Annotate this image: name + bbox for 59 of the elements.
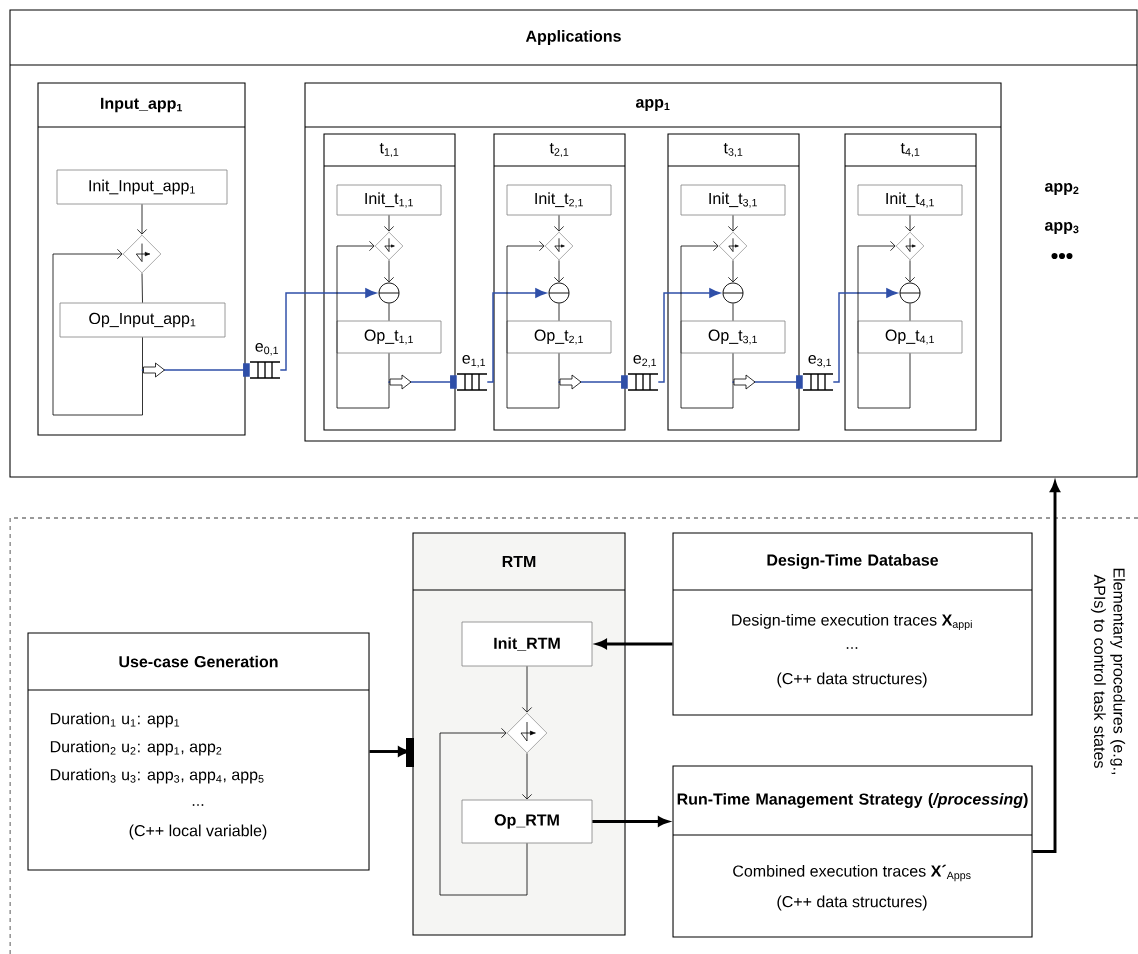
arrow: [904, 215, 916, 232]
arrow: [439, 727, 528, 896]
arrow: [388, 375, 457, 389]
join-circle: [548, 282, 570, 304]
process-box: Op_t$_{2,1}$: [506, 320, 612, 354]
queue-label: e$_{1,1}$: [462, 355, 485, 368]
process-box: Op_Input_app$_{1}$: [59, 302, 226, 338]
arrow: [680, 240, 734, 409]
merge-diamond: [374, 231, 404, 261]
arrow: [857, 240, 911, 409]
app-label: app$_{2}$: [1044, 183, 1079, 195]
app-label: •••: [1051, 252, 1073, 260]
arrow: [832, 288, 898, 383]
arrow: [336, 240, 390, 409]
arrow: [279, 288, 377, 371]
process-box: Op_t$_{3,1}$: [680, 320, 786, 354]
arrow: [553, 259, 565, 283]
arrow: [904, 259, 916, 283]
arrow: [521, 752, 533, 800]
arrow: [486, 288, 547, 383]
process-box: Op_t$_{4,1}$: [857, 320, 963, 354]
process-box: Init_t$_{1,1}$: [336, 184, 442, 216]
arrow: [727, 259, 739, 283]
edge-label: Elementary procedures (e.g., APIs) to control task states: [1090, 568, 1126, 775]
arrow: [553, 215, 565, 232]
queue-label: e$_{0,1}$: [255, 343, 278, 356]
queue-label: e$_{3,1}$: [808, 355, 831, 368]
join-circle: [899, 282, 921, 304]
arrow: [727, 215, 739, 232]
merge-diamond: [506, 712, 548, 754]
merge-diamond: [544, 231, 574, 261]
app-label: app$_{3}$: [1044, 222, 1079, 234]
process-box: Init_t$_{4,1}$: [857, 184, 963, 216]
module-box: Use-case Generation Duration$_{1}$ u$_{1}$: app$_{1}$ Duration$_{2}$ u$_{2}$: app$_{1}$, app$_{2}$ Duration$_{3}$ u$_{3}$: app$_{3}$, app$_{4}$, app$_{5}$ ... (C++ local variable): [27, 632, 370, 871]
arrow: [383, 259, 395, 283]
process-box: Op_t$_{1,1}$: [336, 320, 442, 354]
queue-label: e$_{2,1}$: [633, 355, 656, 368]
process-box: Init_RTM: [461, 621, 593, 667]
process-box: Init_t$_{3,1}$: [680, 184, 786, 216]
process-box: Init_t$_{2,1}$: [506, 184, 612, 216]
arrow: [506, 240, 560, 409]
arrow: [732, 375, 803, 389]
arrow: [657, 288, 721, 383]
merge-diamond: [718, 231, 748, 261]
module-box: Run-Time Management Strategy (/processing) Combined execution traces X´$_{Apps}$ (C++ data structures): [672, 765, 1033, 938]
join-circle: [378, 282, 400, 304]
arrow: [141, 363, 250, 377]
merge-diamond: [895, 231, 925, 261]
arrow: [136, 204, 148, 235]
arrow: [369, 746, 409, 757]
arrow: [558, 375, 628, 389]
join-circle: [722, 282, 744, 304]
arrow: [383, 215, 395, 232]
merge-diamond: [122, 234, 162, 274]
process-box: Init_Input_app$_{1}$: [56, 169, 228, 205]
process-box: Op_RTM: [461, 799, 593, 844]
arrow: [52, 248, 143, 416]
module-box: Design-Time Database Design-time execution traces X$_{appi}$ ... (C++ data structures): [672, 532, 1033, 716]
arrow: [521, 666, 533, 713]
